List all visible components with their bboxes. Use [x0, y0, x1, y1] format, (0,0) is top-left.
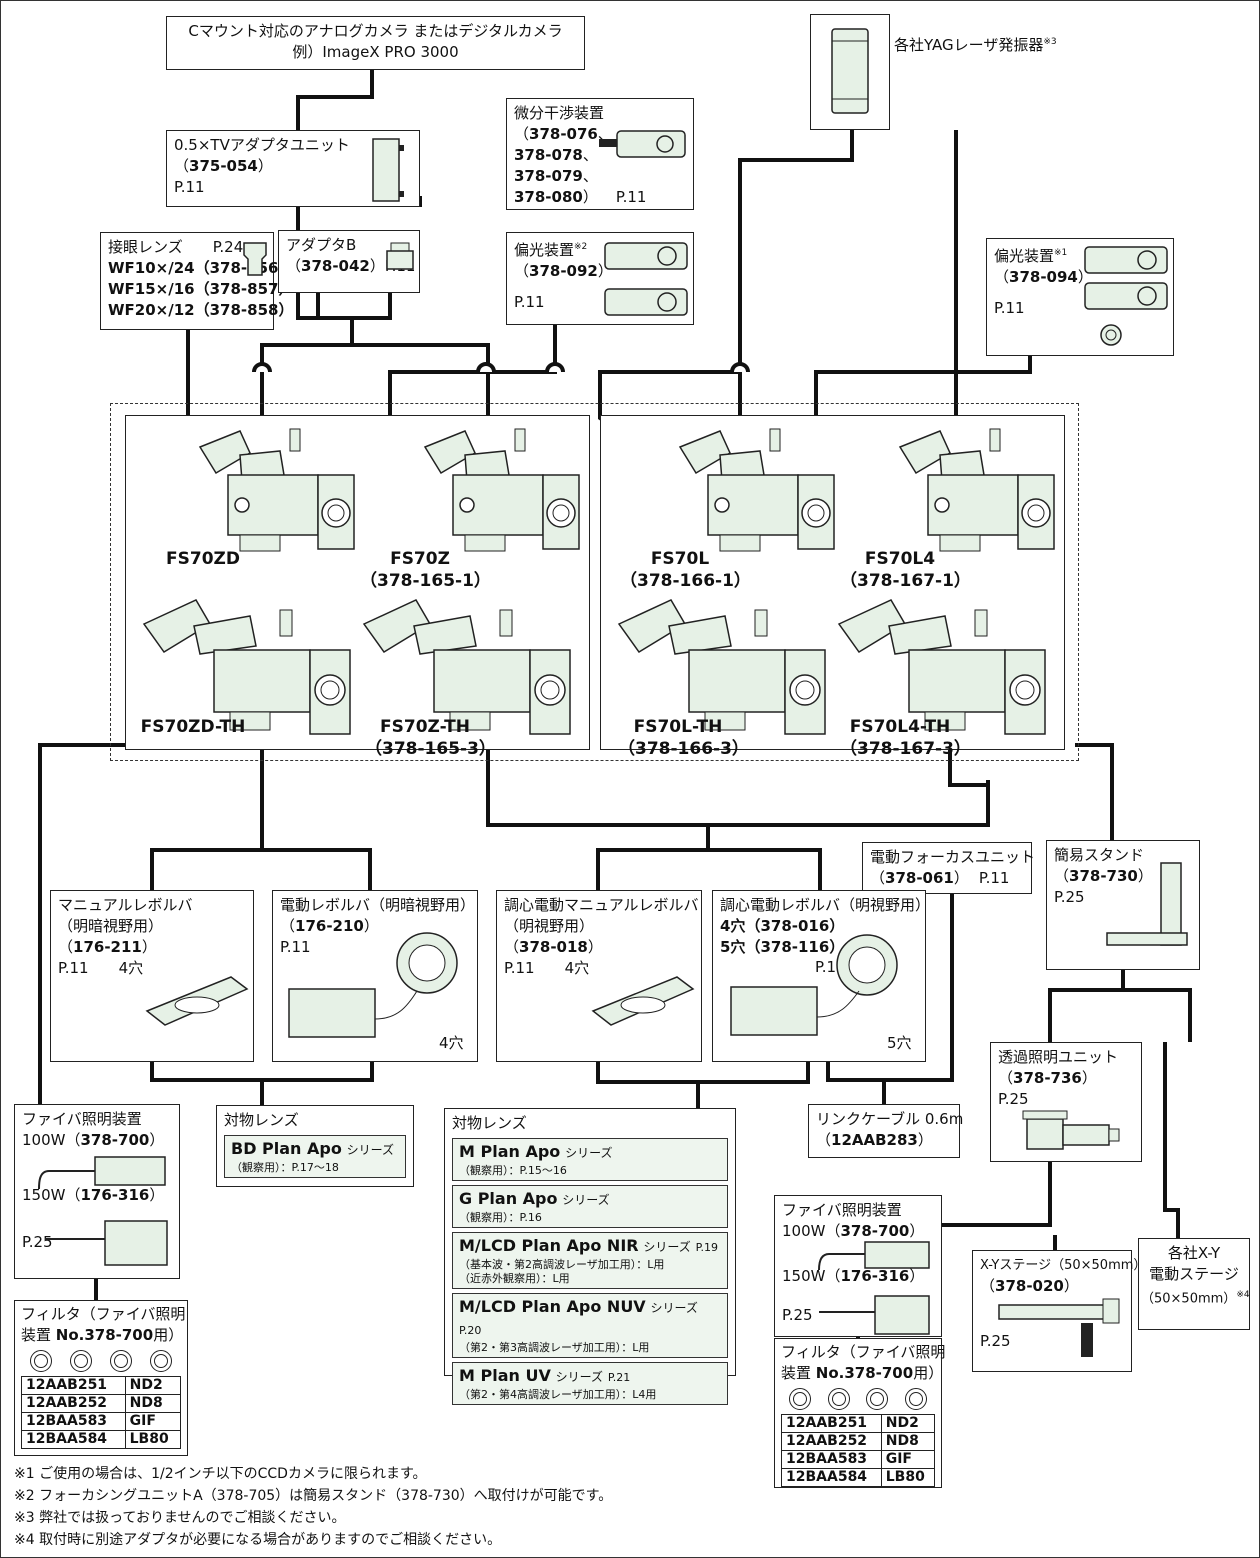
filter-rings	[781, 1388, 935, 1410]
laser-icon	[831, 28, 869, 114]
objective-bd-plan-apo: BD Plan Apo シリーズ （観察用）：P.17～18	[224, 1135, 406, 1178]
fiber-illum-left-box: ファイバ照明装置 100W（378-700） 150W（176-316） P.2…	[14, 1104, 180, 1279]
microscope-icon-fs70zd	[199, 428, 355, 552]
model-fs70zd-th: FS70ZD-TH	[140, 717, 246, 737]
fiber-illum-icon	[38, 1156, 168, 1266]
model-fs70l-th: FS70L-TH（378-166-3）	[618, 717, 749, 759]
adapter-b-icon	[386, 242, 414, 270]
filter-ring-icon	[110, 1350, 132, 1372]
adapter-b-box: アダプタB （378-042）P.11	[278, 230, 420, 293]
xy-stage-icon	[998, 1298, 1120, 1357]
xy-stage-box: X-Yステージ（50×50mm） （378-020） P.25	[972, 1250, 1146, 1372]
footnote-1: ※1 ご使用の場合は、1/2インチ以下のCCDカメラに限られます。	[14, 1466, 427, 1482]
camera-line2: 例）ImageX PRO 3000	[292, 43, 459, 61]
focus-unit-box: 電動フォーカスユニット （378-061）P.11	[862, 842, 1035, 894]
footnote-4: ※4 取付時に別途アダプタが必要になる場合がありますのでご相談ください。	[14, 1532, 502, 1548]
filter-ring-icon	[904, 1388, 927, 1410]
tv-adapter-box: 0.5×TVアダプタユニット （375-054） P.11	[166, 130, 420, 207]
center-motor-revolver-box: 調心電動レボルバ（明視野用） 4穴（378-016） 5穴（378-116） P…	[712, 890, 930, 1062]
trans-illum-icon	[1022, 1110, 1120, 1150]
objective-m-plan-apo: M Plan Apo シリーズ （観察用）：P.15～16	[452, 1138, 728, 1181]
trans-illum-box: 透過照明ユニット （378-736） P.25	[990, 1042, 1142, 1162]
filter-ring-icon	[827, 1388, 850, 1410]
microscope-group-dashed	[110, 403, 1079, 761]
filter-ring-icon	[70, 1350, 92, 1372]
center-motor-revolver-icon	[730, 934, 898, 1036]
motor-revolver-icon	[288, 932, 458, 1038]
polarizer-2-icon	[604, 242, 688, 316]
objective-m-plan-uv: M Plan UV シリーズ P.21 （第2・第4高調波レーザ加工用）：L4用	[452, 1362, 728, 1405]
objective-mlcd-nir: M/LCD Plan Apo NIR シリーズ P.19 （基本波・第2高調波レ…	[452, 1232, 728, 1289]
revolver-icon	[145, 976, 249, 1026]
simple-stand-box: 簡易スタンド （378-730） P.25	[1046, 840, 1200, 970]
model-fs70z: FS70Z（378-165-1）	[360, 549, 491, 591]
filter-ring-icon	[866, 1388, 889, 1410]
microscope-icon-fs70z	[424, 428, 580, 552]
tv-adapter-icon	[372, 138, 404, 202]
filter-rings	[21, 1350, 181, 1372]
objective-mlcd-nuv: M/LCD Plan Apo NUV シリーズ P.20 （第2・第3高調波レー…	[452, 1293, 728, 1358]
stand-icon	[1106, 862, 1188, 946]
filter-ring-icon	[150, 1350, 172, 1372]
eyepiece-icon	[243, 242, 267, 276]
microscope-icon-fs70l	[679, 428, 835, 552]
camera-line1: Cマウント対応のアナログカメラ またはデジタルカメラ	[188, 22, 563, 40]
model-fs70zd: FS70ZD	[166, 549, 240, 569]
motor-revolver-box: 電動レボルバ（明暗視野用） （176-210） P.11 4穴	[272, 890, 478, 1062]
model-fs70l4: FS70L4（378-167-1）	[840, 549, 971, 591]
microscope-icon-fs70l4	[899, 428, 1055, 552]
polarizer-1-box: 偏光装置※1 （378-094） P.11	[986, 238, 1174, 356]
objective-g-plan-apo: G Plan Apo シリーズ （観察用）：P.16	[452, 1185, 728, 1228]
model-fs70l: FS70L（378-166-1）	[620, 549, 751, 591]
polarizer-1-icon	[1084, 246, 1168, 346]
dic-box: 微分干渉装置 （378-076、 378-078、 378-079、 378-0…	[506, 98, 694, 210]
other-xy-stage-box: 各社X-Y 電動ステージ （50×50mm）※4	[1138, 1238, 1250, 1330]
polarizer-2-box: 偏光装置※2 （378-092） P.11	[506, 232, 694, 325]
fiber-illum-right-box: ファイバ照明装置 100W（378-700） 150W（176-316） P.2…	[774, 1195, 942, 1337]
model-fs70l4-th: FS70L4-TH（378-167-3）	[840, 717, 971, 759]
fiber-illum-icon	[818, 1241, 930, 1335]
objective-right-box: 対物レンズ M Plan Apo シリーズ （観察用）：P.15～16 G Pl…	[444, 1108, 736, 1405]
yag-box	[810, 14, 890, 130]
camera-box: Cマウント対応のアナログカメラ またはデジタルカメラ 例）ImageX PRO …	[166, 16, 585, 70]
footnotes: ※1 ご使用の場合は、1/2インチ以下のCCDカメラに限られます。 ※2 フォー…	[14, 1463, 612, 1551]
center-revolver-icon	[591, 976, 695, 1026]
link-cable-box: リンクケーブル 0.6m （12AAB283）	[808, 1104, 963, 1158]
footnote-2: ※2 フォーカシングユニットA（378-705）は簡易スタンド（378-730）…	[14, 1488, 613, 1504]
footnote-3: ※3 弊社では扱っておりませんのでご相談ください。	[14, 1510, 346, 1526]
objective-left-box: 対物レンズ BD Plan Apo シリーズ （観察用）：P.17～18	[216, 1105, 414, 1187]
filter-ring-icon	[789, 1388, 812, 1410]
dic-prism-icon	[599, 130, 686, 158]
yag-label: 各社YAGレーザ発振器※3	[894, 36, 1057, 54]
filter-ring-icon	[30, 1350, 52, 1372]
model-fs70z-th: FS70Z-TH（378-165-3）	[365, 717, 496, 759]
